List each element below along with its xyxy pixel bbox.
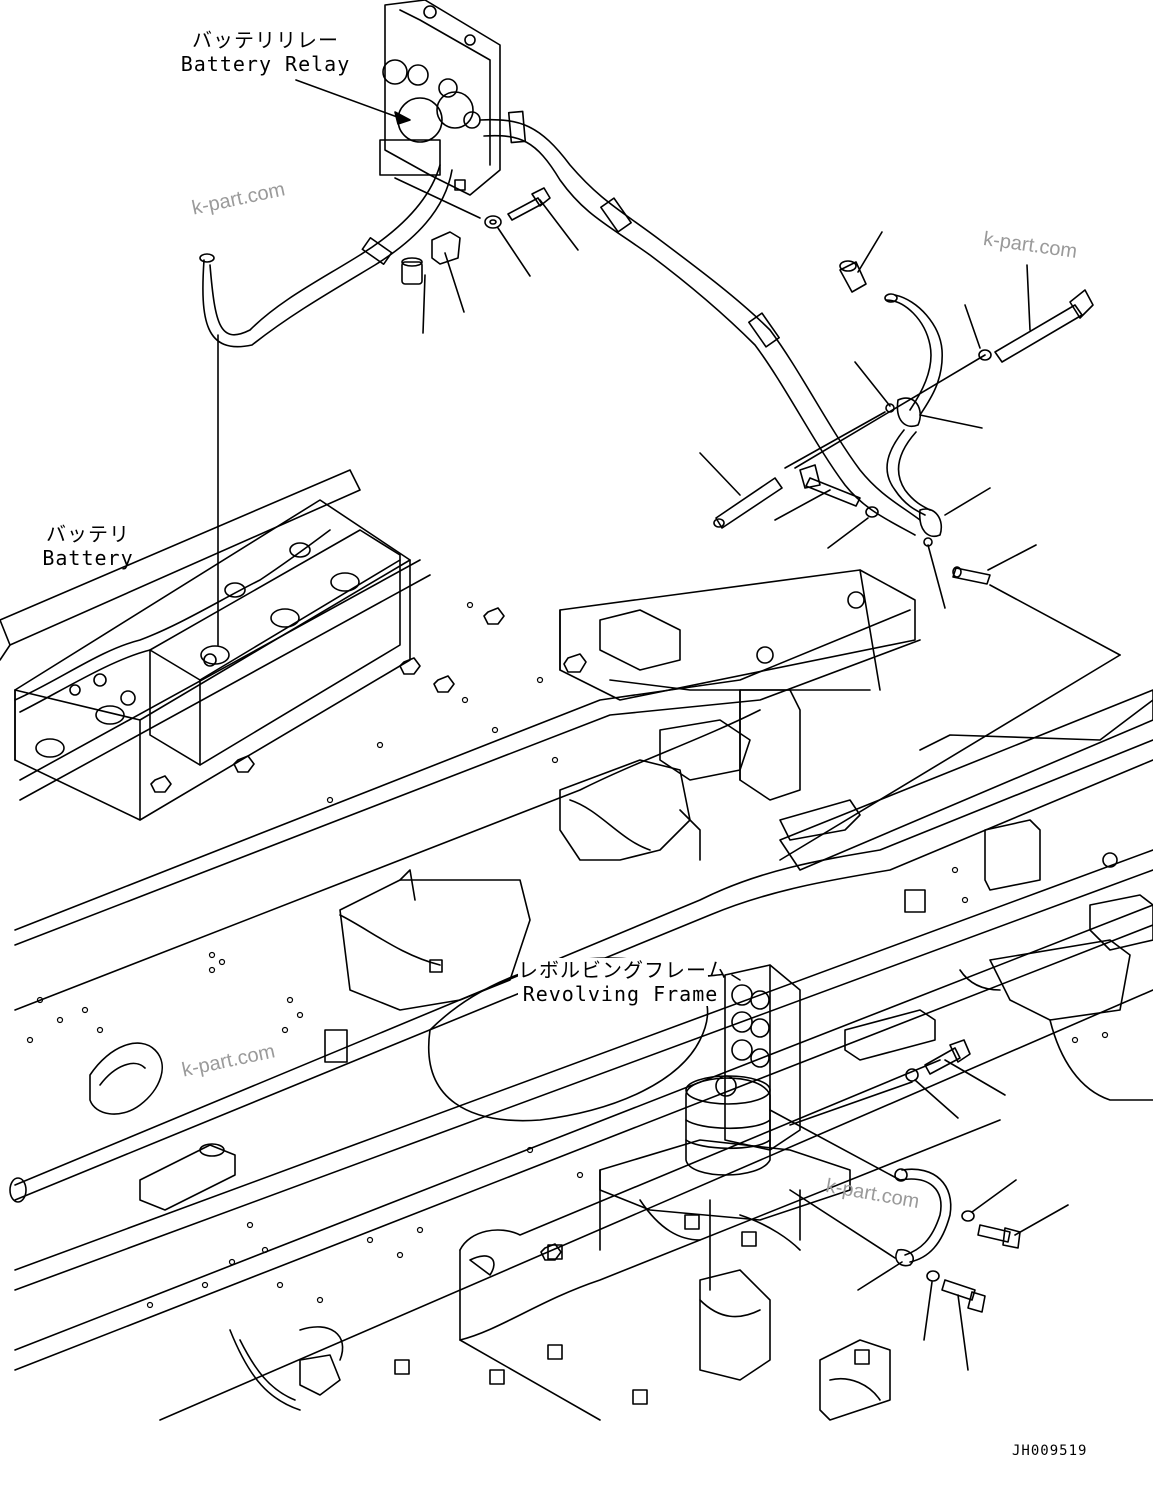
battery-relay-label: バッテリリレー Battery Relay <box>178 28 353 76</box>
drawing-code: JH009519 <box>1012 1443 1088 1459</box>
battery-relay-label-en: Battery Relay <box>180 52 351 76</box>
battery-relay-assembly <box>379 0 501 219</box>
relay-cable-short <box>199 164 453 348</box>
battery-relay-label-jp: バッテリリレー <box>192 28 339 52</box>
revolving-frame-label: レボルビングフレーム Revolving Frame <box>518 958 728 1006</box>
battery-label: バッテリ Battery <box>38 522 138 570</box>
revolving-frame <box>9 569 1153 1421</box>
revolving-frame-label-en: Revolving Frame <box>522 982 719 1006</box>
battery-relay-leader <box>295 79 401 119</box>
lower-cable-cluster <box>769 1039 1069 1371</box>
battery-label-jp: バッテリ <box>46 522 130 546</box>
battery-box <box>0 469 431 821</box>
relay-cable-long <box>479 110 921 536</box>
revolving-frame-label-jp: レボルビングフレーム <box>518 958 728 982</box>
battery-label-en: Battery <box>42 546 134 570</box>
relay-small-parts <box>401 187 579 334</box>
clamp-cluster <box>699 231 1121 861</box>
